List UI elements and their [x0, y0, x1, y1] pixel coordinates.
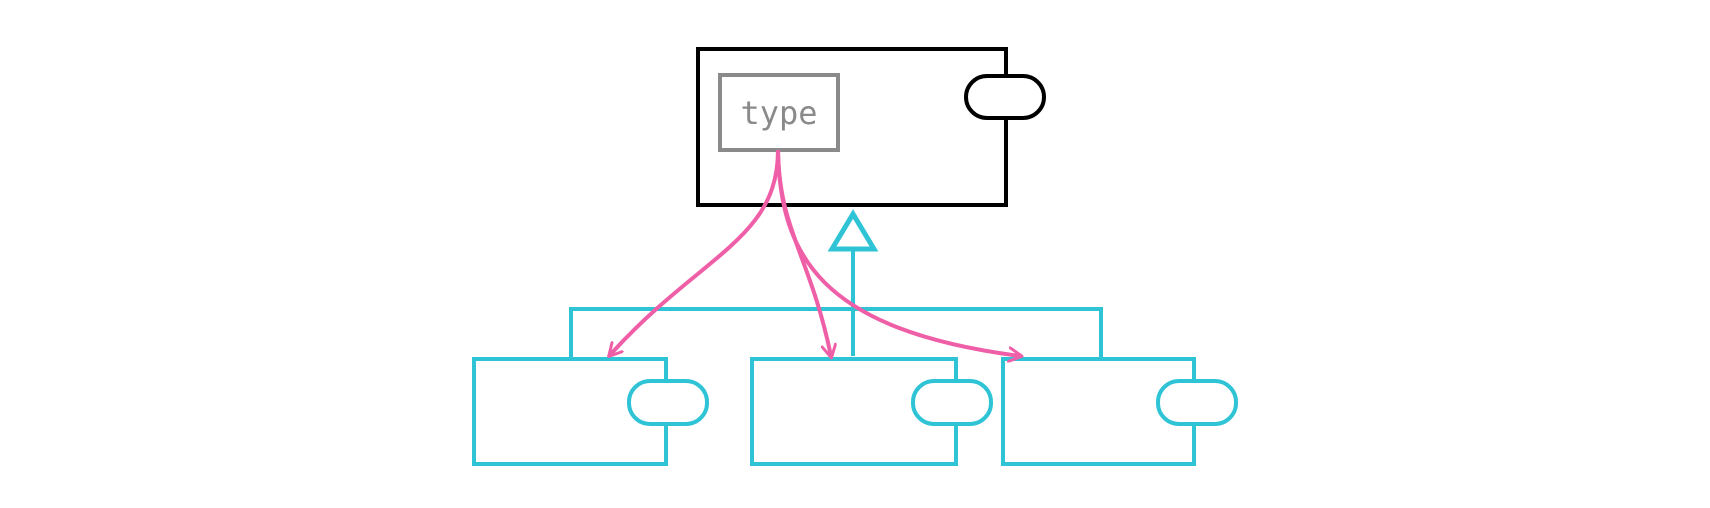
generalization-arrowhead: [827, 209, 879, 252]
subcomponent-1-port: [627, 379, 709, 426]
type-link-to-subcomponent-3: [776, 149, 1020, 356]
type-label: type: [740, 94, 817, 132]
subcomponent-3: [1001, 357, 1238, 466]
generalization-bracket: [569, 307, 1103, 359]
generalization-connector: [569, 209, 1103, 359]
subcomponent-1: [472, 357, 709, 466]
subcomponent-3-port: [1156, 379, 1238, 426]
type-link-to-subcomponent-1: [610, 149, 780, 355]
subcomponent-2-port: [911, 379, 993, 426]
type-link-to-subcomponent-2: [776, 149, 831, 356]
type-links: [610, 149, 1020, 356]
parent-component-box: [696, 47, 1008, 207]
parent-component-port: [964, 74, 1046, 120]
type-box: type: [718, 73, 840, 152]
subcomponent-2: [750, 357, 993, 466]
parent-component: [696, 47, 1046, 207]
